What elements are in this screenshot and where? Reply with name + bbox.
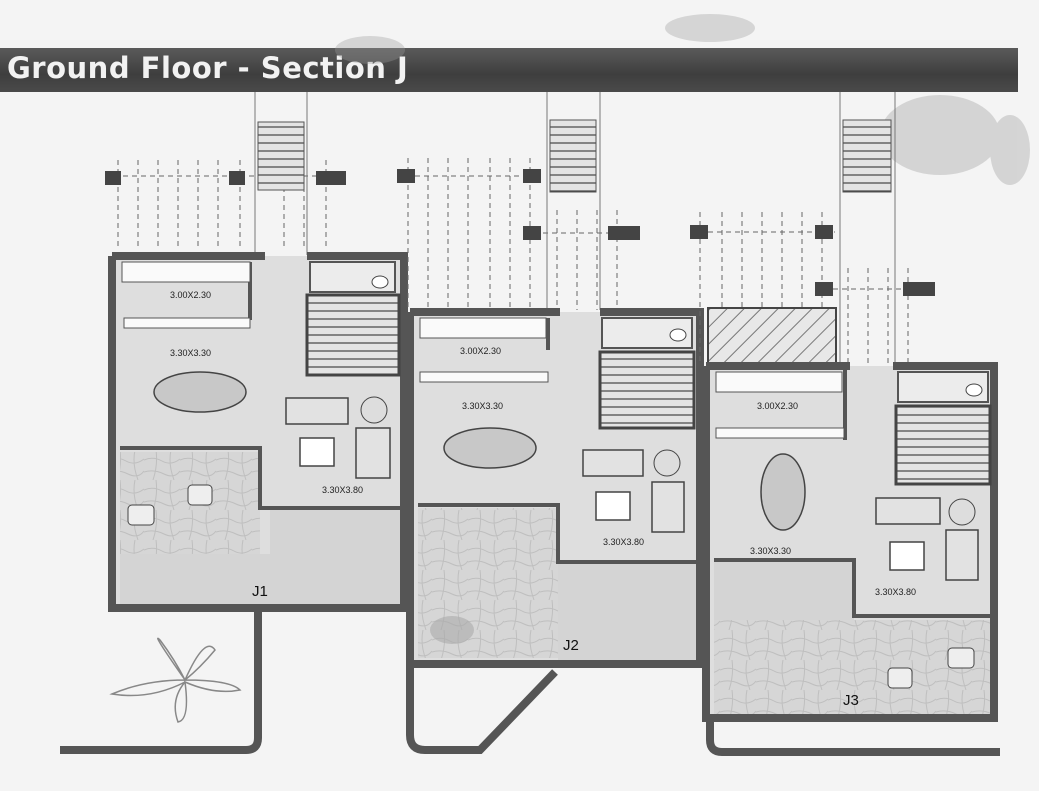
pergola-j1 bbox=[105, 160, 345, 250]
page-title: Ground Floor - Section J bbox=[7, 51, 409, 85]
room-label-j2-kitchen: 3.00X2.30 bbox=[460, 346, 502, 356]
pergola-j2 bbox=[397, 158, 640, 310]
unit-label-j1: J1 bbox=[252, 583, 268, 600]
unit-label-j2: J2 bbox=[563, 637, 579, 654]
room-label-j3-living: 3.30X3.80 bbox=[875, 587, 917, 597]
decorative-foliage bbox=[335, 14, 1030, 185]
room-label-j2-living: 3.30X3.80 bbox=[603, 537, 645, 547]
room-label-j1-kitchen: 3.00X2.30 bbox=[170, 290, 212, 300]
room-label-j3-kitchen: 3.00X2.30 bbox=[757, 401, 799, 411]
unit-j1 bbox=[60, 92, 408, 754]
room-label-j1-dining: 3.30X3.30 bbox=[170, 348, 212, 358]
unit-j3 bbox=[690, 92, 1000, 756]
title-banner: Ground Floor - Section J bbox=[0, 48, 1018, 92]
room-label-j1-living: 3.30X3.80 bbox=[322, 485, 364, 495]
room-label-j3-dining: 3.30X3.30 bbox=[750, 546, 792, 556]
unit-j2 bbox=[397, 92, 704, 754]
unit-label-j3: J3 bbox=[843, 692, 859, 709]
decorative-flower bbox=[109, 637, 242, 723]
room-label-j2-dining: 3.30X3.30 bbox=[462, 401, 504, 411]
